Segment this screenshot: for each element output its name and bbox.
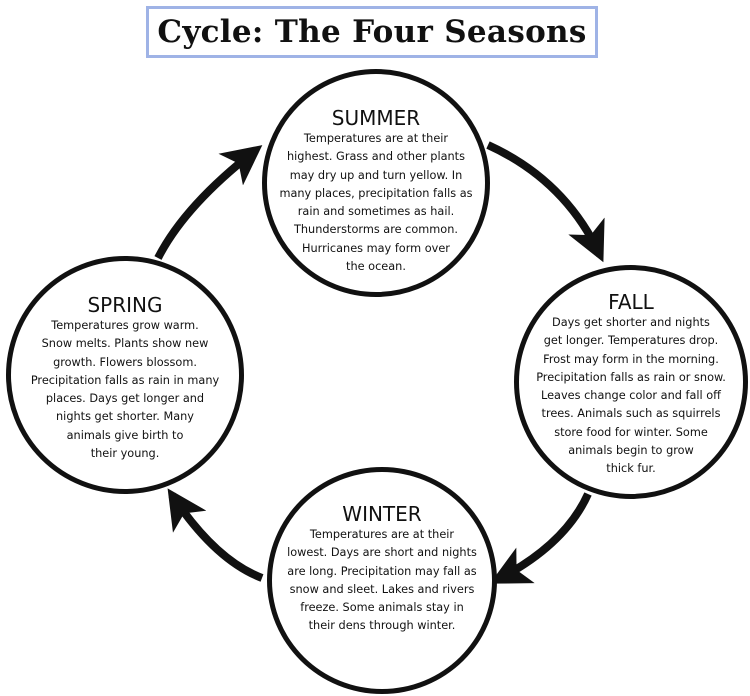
season-title-fall: FALL (608, 290, 654, 314)
season-description-winter: Temperatures are at their lowest. Days a… (287, 528, 477, 633)
season-circle-fall: FALL Days get shorter and nights get lon… (514, 265, 748, 499)
season-title-spring: SPRING (87, 293, 163, 317)
season-title-winter: WINTER (342, 502, 422, 526)
season-description-summer: Temperatures are at their highest. Grass… (279, 132, 473, 274)
title-box: Cycle: The Four Seasons (146, 6, 598, 58)
season-description-fall: Days get shorter and nights get longer. … (536, 316, 726, 476)
arrow-icon-summer-to-fall (486, 141, 605, 263)
season-circle-summer: SUMMER Temperatures are at their highest… (262, 69, 490, 297)
season-circle-spring: SPRING Temperatures grow warm. Snow melt… (6, 256, 244, 494)
page-title: Cycle: The Four Seasons (157, 14, 587, 50)
season-title-summer: SUMMER (331, 106, 421, 130)
season-description-spring: Temperatures grow warm. Snow melts. Plan… (30, 319, 220, 461)
arrow-icon-winter-to-spring (167, 488, 264, 582)
arrow-icon-spring-to-summer (154, 145, 263, 260)
arrow-icon-fall-to-winter (489, 492, 592, 584)
season-circle-winter: WINTER Temperatures are at their lowest.… (267, 467, 497, 694)
